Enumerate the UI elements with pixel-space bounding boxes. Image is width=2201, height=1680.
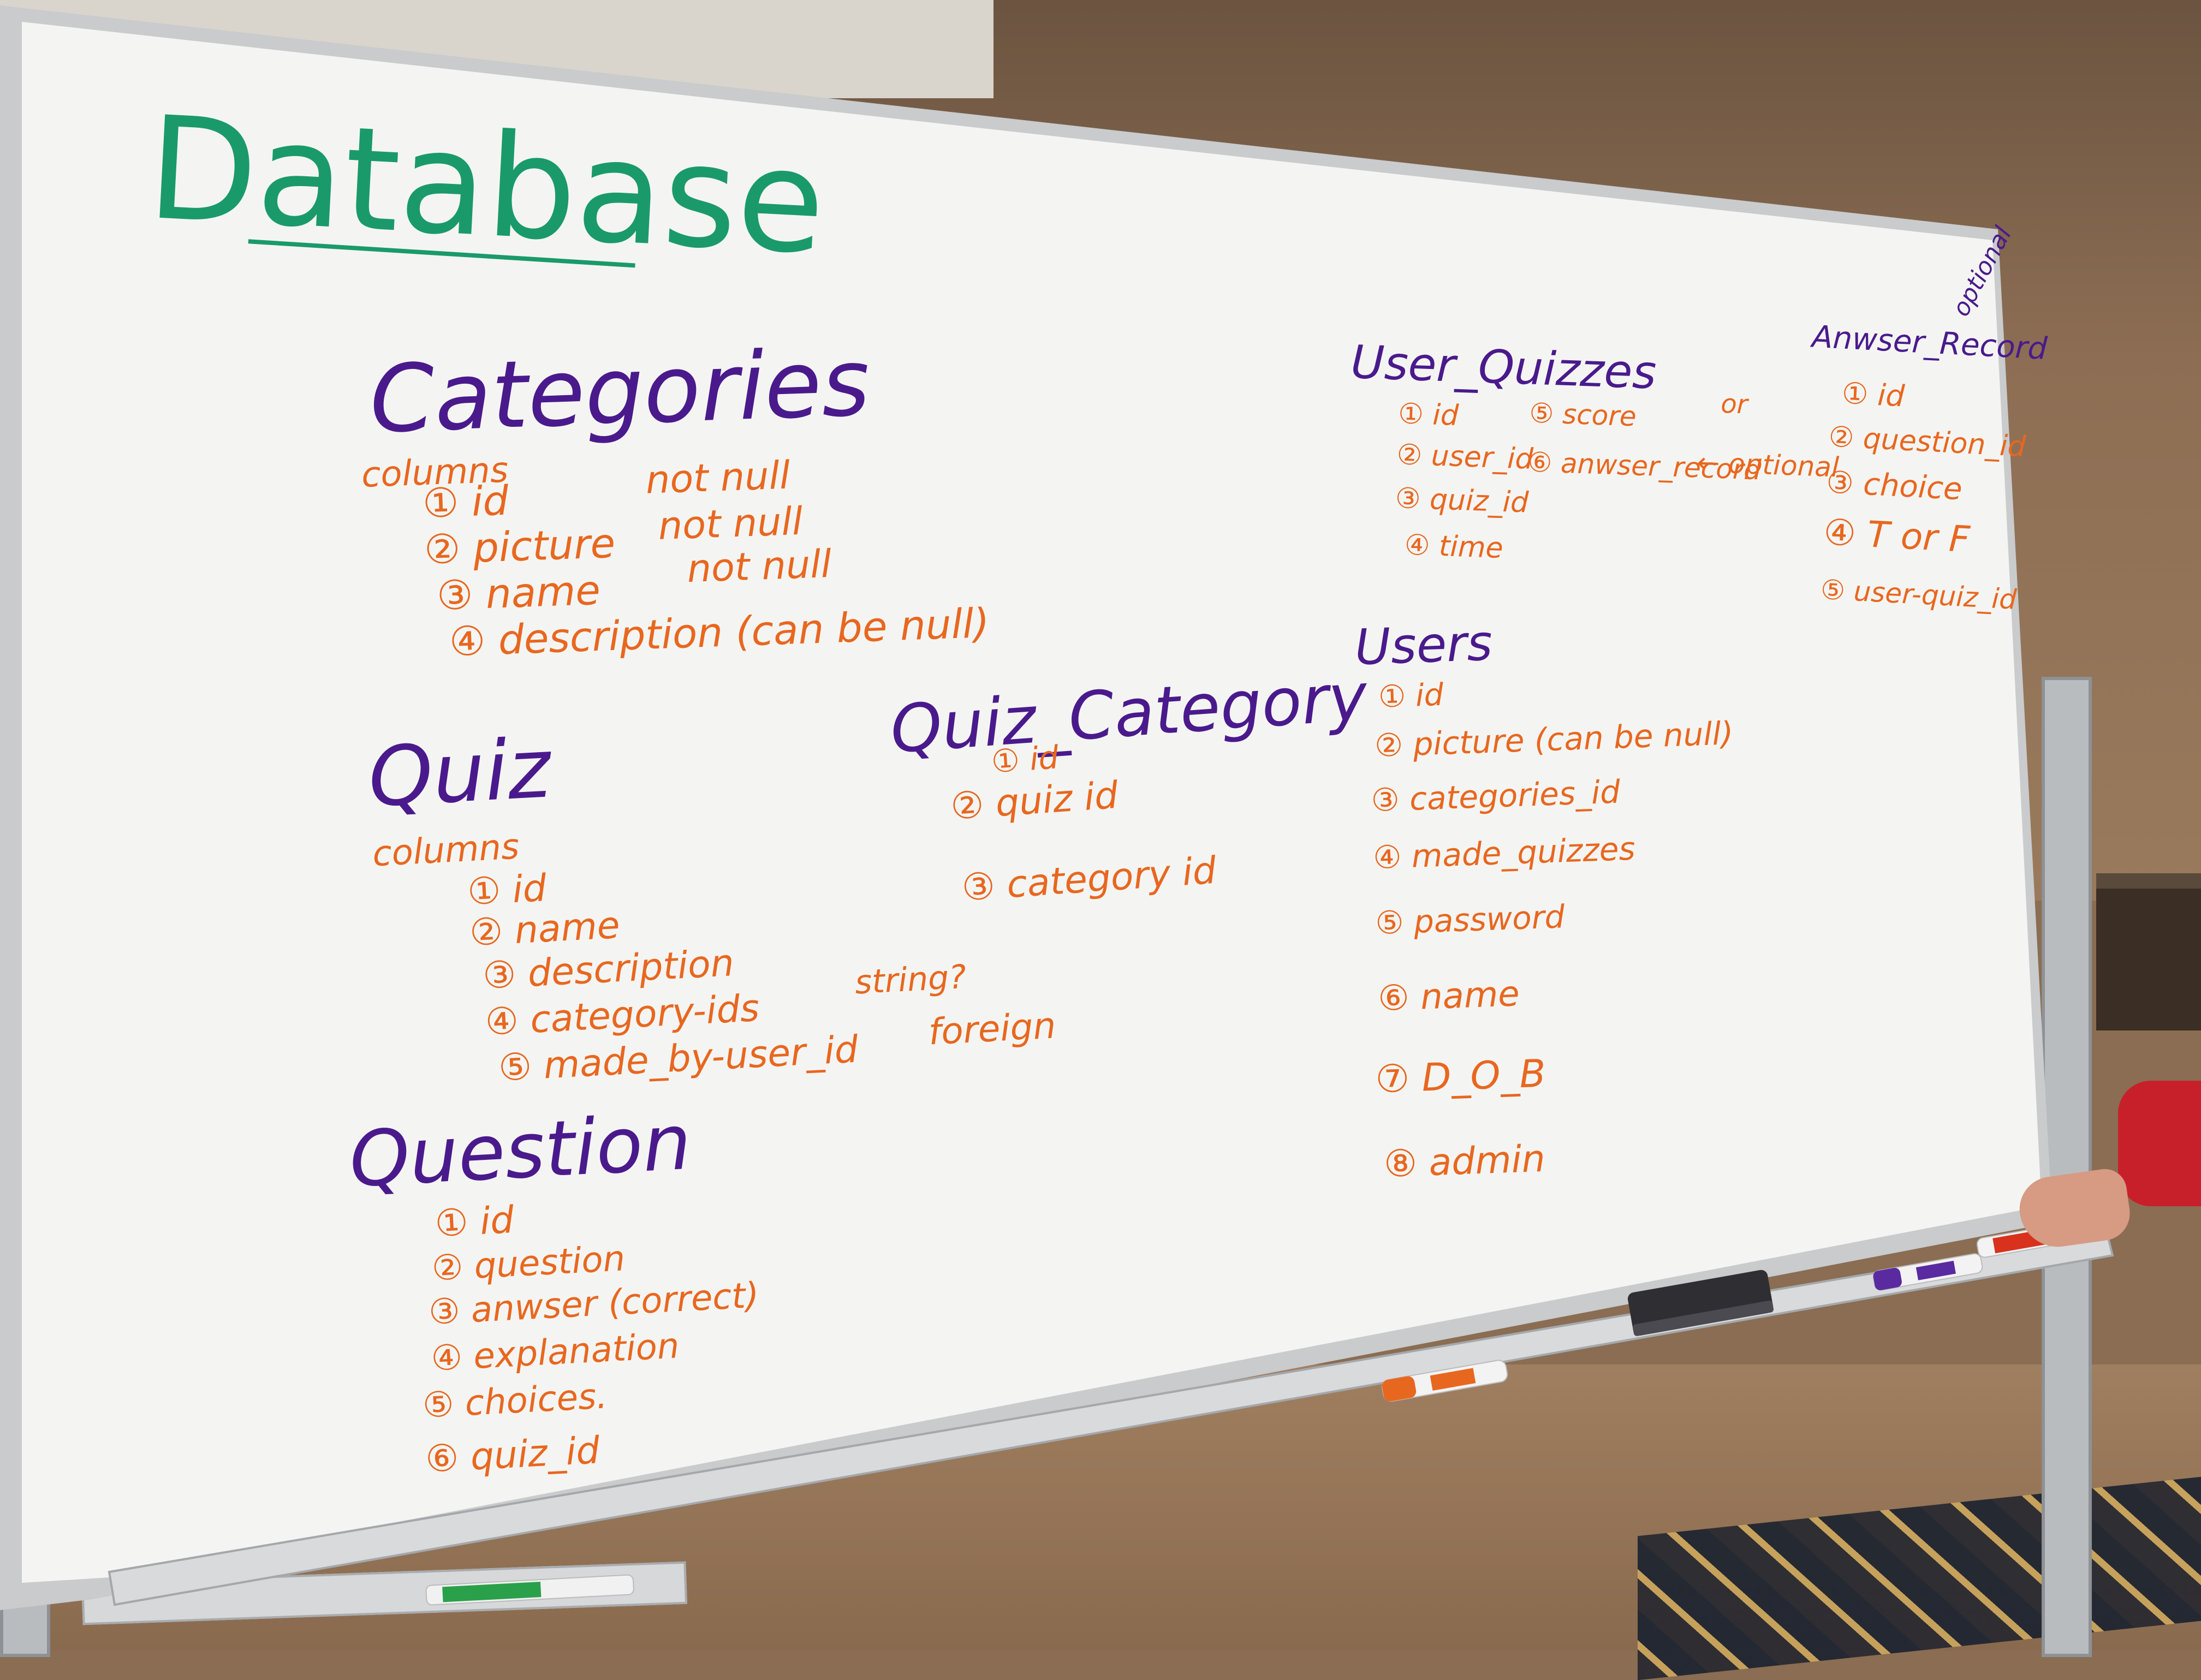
quiz-category-col-1: ① id <box>990 738 1061 781</box>
user-quizzes-heading: User_Quizzes <box>1350 335 1657 399</box>
user-quizzes-optional-note: ← optional <box>1697 446 1840 483</box>
users-col-5: ⑤ password <box>1375 898 1566 942</box>
marker-purple <box>1872 1253 1983 1291</box>
person-arm <box>2118 1081 2201 1206</box>
user-quizzes-col-3: ③ quiz_id <box>1395 482 1530 520</box>
users-col-7: ⑦ D_O_B <box>1375 1051 1546 1102</box>
quiz-col-1: ① id <box>466 867 548 914</box>
marker-green <box>425 1574 634 1606</box>
quiz-col-2: ② name <box>468 904 621 955</box>
answer-record-col-3: ③ choice <box>1825 464 1963 507</box>
categories-col-3: ③ name <box>436 567 602 619</box>
question-heading: Question <box>347 1098 693 1205</box>
users-col-1: ① id <box>1378 677 1444 715</box>
quiz-note-1: string? <box>854 958 967 1002</box>
categories-note-1: not null <box>645 452 791 502</box>
user-quizzes-col-2: ② user_id <box>1396 438 1534 476</box>
question-col-5: ⑤ choices. <box>421 1376 608 1426</box>
question-col-1: ① id <box>434 1199 515 1246</box>
users-col-6: ⑥ name <box>1377 974 1520 1019</box>
counter-top <box>2096 873 2201 1030</box>
board-surface <box>22 22 2042 1583</box>
categories-col-1: ① id <box>422 477 510 527</box>
answer-record-col-4: ④ T or F <box>1823 511 1972 561</box>
categories-note-3: not null <box>686 541 832 591</box>
user-quizzes-col-5: ⑤ score <box>1529 397 1637 433</box>
marker-orange <box>1382 1360 1508 1402</box>
categories-heading: Categories <box>368 329 872 454</box>
question-col-6: ⑥ quiz_id <box>424 1429 601 1481</box>
title-underline <box>248 239 635 268</box>
categories-col-2: ② picture <box>424 520 616 574</box>
users-col-4: ④ made_quizzes <box>1372 830 1636 877</box>
user-quizzes-col-1: ① id <box>1397 397 1460 432</box>
eraser <box>1627 1270 1774 1336</box>
users-col-8: ⑧ admin <box>1383 1137 1546 1186</box>
user-quizzes-col-4: ④ time <box>1404 529 1504 565</box>
marker-tray <box>108 1232 2114 1606</box>
quiz-note-2: foreign <box>927 1004 1057 1053</box>
categories-columns-label: columns <box>361 450 509 495</box>
categories-note-2: not null <box>657 499 804 549</box>
quiz-heading: Quiz <box>366 721 555 825</box>
users-heading: Users <box>1354 615 1494 677</box>
board-title: Database <box>144 86 829 287</box>
answer-record-col-1: ① id <box>1841 376 1906 414</box>
quiz-columns-label: columns <box>372 826 520 874</box>
users-col-3: ③ categories_id <box>1371 773 1622 819</box>
user-quizzes-or-note: or <box>1720 389 1750 420</box>
